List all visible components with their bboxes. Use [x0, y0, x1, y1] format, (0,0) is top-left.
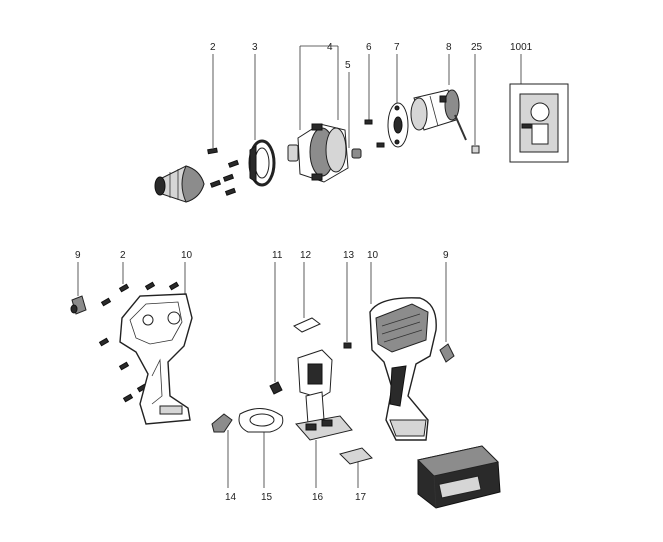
callout-7: 7: [394, 42, 400, 53]
gearbox-assembly: [287, 123, 349, 183]
callout-13: 13: [343, 250, 355, 261]
top-leader-lines: [212, 45, 522, 148]
keyless-chuck: [154, 165, 205, 203]
part-16-switch-module: [295, 349, 353, 441]
callout-14: 14: [225, 492, 237, 503]
callout-1001: 1001: [510, 42, 533, 53]
callout-3: 3: [252, 42, 258, 53]
part-6-screw-2: [376, 142, 385, 148]
callout-10-left: 10: [181, 250, 193, 261]
part-9-right: [439, 343, 455, 363]
motor-plate: [387, 102, 409, 148]
part-6-screw: [364, 119, 373, 125]
housing-half-left: [119, 293, 193, 425]
callout-8: 8: [446, 42, 452, 53]
callout-10-right: 10: [367, 250, 379, 261]
callout-25: 25: [471, 42, 483, 53]
bottom-leader-lines: [77, 262, 447, 488]
chuck-screws: [207, 147, 240, 196]
motor: [410, 89, 467, 141]
part-13: [343, 342, 352, 349]
callout-12: 12: [300, 250, 312, 261]
part-14: [211, 413, 233, 433]
callout-17: 17: [355, 492, 367, 503]
part-1001-inset: [509, 83, 569, 163]
housing-half-right: [369, 297, 437, 441]
callout-6: 6: [366, 42, 372, 53]
callout-2-top: 2: [210, 42, 216, 53]
battery-pack: [416, 445, 501, 509]
callout-15: 15: [261, 492, 273, 503]
part-17-label-plate: [339, 447, 373, 465]
part-5-block: [351, 148, 362, 159]
callout-9-left: 9: [75, 250, 81, 261]
torque-adjust-ring: [248, 139, 276, 187]
part-11-clip: [269, 381, 283, 395]
part-12-direction-switch: [293, 317, 321, 333]
part-9-left: [70, 295, 87, 315]
part-15-ring: [238, 408, 284, 433]
callout-16: 16: [312, 492, 324, 503]
callout-11: 11: [272, 250, 283, 261]
callout-4: 4: [327, 42, 333, 53]
part-25: [471, 145, 480, 154]
callout-9-right: 9: [443, 250, 449, 261]
callout-5: 5: [345, 60, 351, 71]
callout-2-bottom: 2: [120, 250, 126, 261]
